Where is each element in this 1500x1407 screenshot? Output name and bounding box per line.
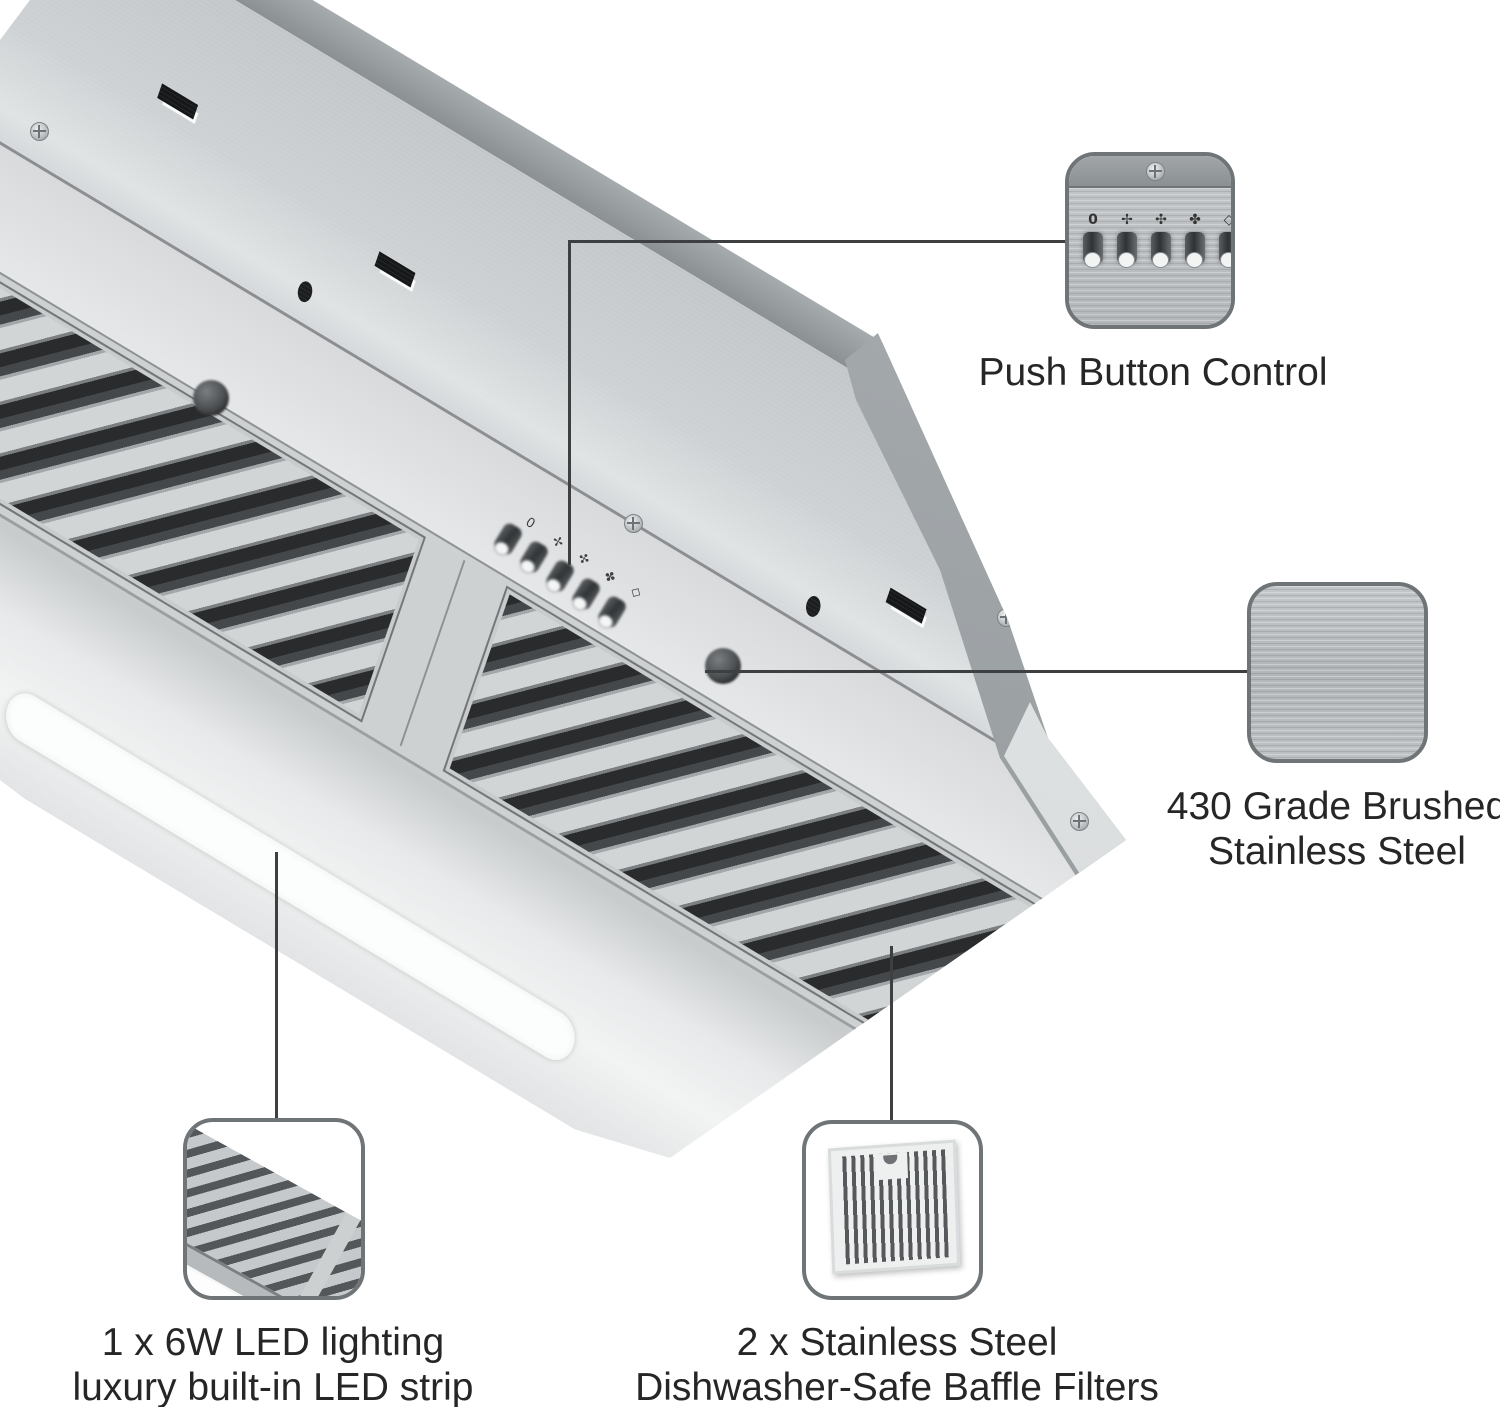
steel-callout-thumbnail [1247, 582, 1428, 763]
filters-callout-label: 2 x Stainless Steel Dishwasher-Safe Baff… [627, 1320, 1167, 1407]
filters-label-line2: Dishwasher-Safe Baffle Filters [635, 1366, 1159, 1407]
baffle-filter-front-view [827, 1139, 961, 1275]
steel-callout-label: 430 Grade Brushed Stainless Steel [1137, 784, 1500, 874]
mounting-hole [295, 278, 315, 306]
connector-led [275, 852, 278, 1120]
fan-speed-1-icon: ✢ [1121, 212, 1133, 228]
screw [624, 514, 643, 533]
connector-control-horizontal [568, 240, 1067, 243]
led-callout-label: 1 x 6W LED lighting luxury built-in LED … [53, 1320, 493, 1407]
control-callout-label: Push Button Control [978, 351, 1328, 394]
button-speed1 [1117, 232, 1137, 268]
screw [997, 608, 1016, 627]
filter-knob [705, 648, 741, 684]
light-icon: ◇ [1223, 212, 1235, 228]
power-off-icon: 0 [1088, 212, 1098, 228]
filter-knob [193, 380, 229, 416]
led-label-line1: 1 x 6W LED lighting [101, 1321, 445, 1364]
filters-label-line1: 2 x Stainless Steel [736, 1321, 1058, 1364]
control-callout-thumbnail: 0 ✢ ✣ ✤ ◇ [1065, 152, 1235, 329]
button-light [1219, 232, 1231, 268]
screw [1070, 812, 1089, 831]
fan-speed-2-icon: ✣ [1155, 212, 1167, 228]
mounting-slot [885, 587, 927, 624]
mounting-slot [157, 83, 199, 120]
mounting-hole [803, 592, 824, 620]
led-callout-thumbnail [183, 1118, 365, 1300]
screw [30, 122, 49, 141]
mounting-slot [374, 251, 416, 288]
button-speed3 [1185, 232, 1205, 268]
fan-speed-3-icon: ✤ [1189, 212, 1201, 228]
led-label-line2: luxury built-in LED strip [72, 1366, 474, 1407]
filters-callout-thumbnail [802, 1120, 983, 1300]
steel-label-line1: 430 Grade Brushed [1166, 785, 1500, 828]
connector-steel [705, 670, 1249, 673]
steel-label-line2: Stainless Steel [1208, 830, 1466, 873]
led-closeup [187, 1122, 361, 1296]
button-speed2 [1151, 232, 1171, 268]
button-off [1083, 232, 1103, 268]
filter-seam [399, 559, 466, 747]
connector-control-vertical [568, 240, 571, 565]
connector-filters [890, 946, 893, 1122]
screw [1146, 162, 1165, 181]
